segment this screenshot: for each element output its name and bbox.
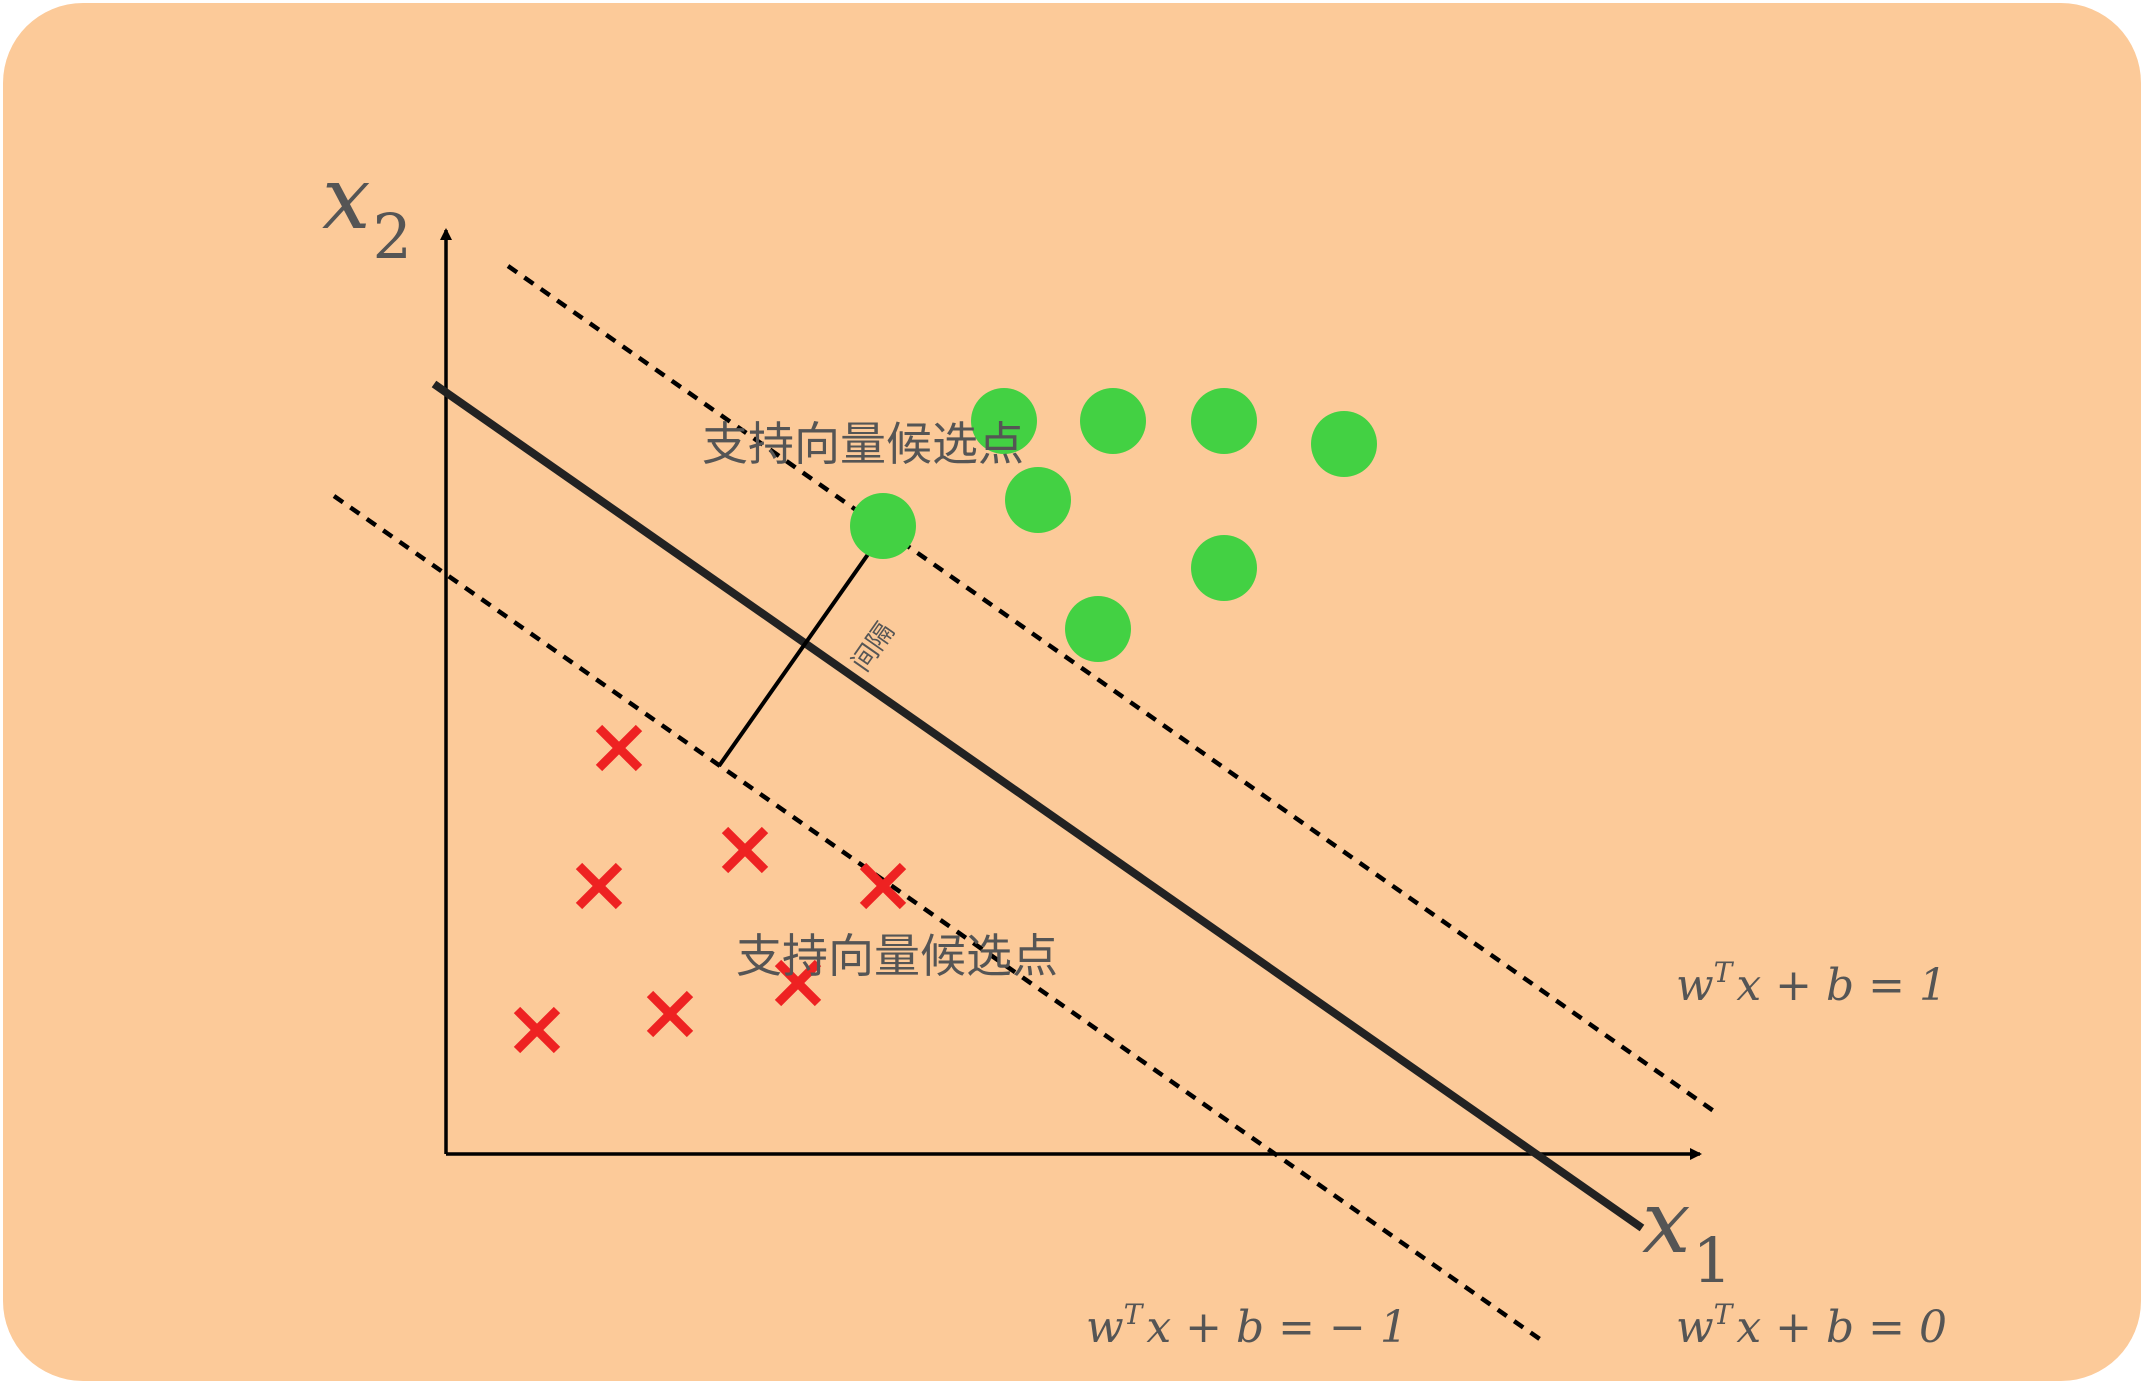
support-vector-label-upper: 支持向量候选点 xyxy=(702,417,1024,471)
positive-point xyxy=(1080,388,1146,454)
positive-point xyxy=(1005,467,1071,533)
negative-point-support-vector xyxy=(859,862,907,910)
positive-margin-line xyxy=(506,264,1720,1116)
negative-point xyxy=(721,826,769,874)
negative-point xyxy=(575,862,623,910)
negative-margin-line xyxy=(332,494,1546,1344)
positive-point xyxy=(1065,596,1131,662)
positive-point xyxy=(1311,411,1377,477)
negative-class-points xyxy=(513,724,907,1054)
negative-point-support-vector xyxy=(774,959,822,1007)
equation-positive-boundary: wTx + b = 1 xyxy=(1676,956,1947,1011)
positive-point-support-vector xyxy=(850,493,916,559)
y-axis-label: x2 xyxy=(322,149,412,273)
support-vector-label-lower: 支持向量候选点 xyxy=(736,929,1058,983)
equation-decision-boundary: wTx + b = 0 xyxy=(1676,1298,1947,1353)
positive-class-points xyxy=(850,388,1377,662)
positive-point xyxy=(1191,388,1257,454)
negative-point xyxy=(513,1006,561,1054)
margin-indicator-line xyxy=(717,521,892,768)
x-axis-label: x1 xyxy=(1642,1173,1732,1297)
negative-point xyxy=(646,990,694,1038)
equation-negative-boundary: wTx + b = − 1 xyxy=(1086,1298,1408,1353)
positive-point xyxy=(971,388,1037,454)
negative-point xyxy=(595,724,643,772)
decision-boundary-line xyxy=(431,380,1645,1232)
positive-point xyxy=(1191,535,1257,601)
